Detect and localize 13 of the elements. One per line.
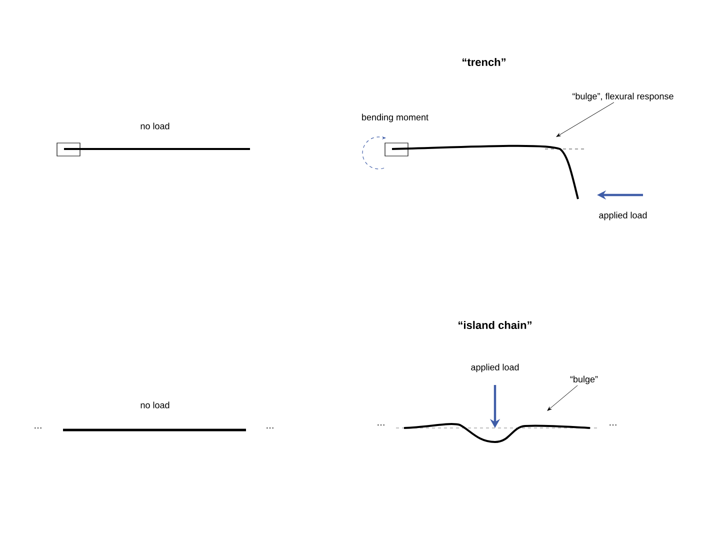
heading: “island chain” xyxy=(458,320,532,330)
load-label: applied load xyxy=(599,212,647,220)
plate-label: no load xyxy=(140,402,170,408)
leader-line xyxy=(547,385,578,411)
load-label: applied load xyxy=(471,364,519,372)
callout-text: “bulge”, flexural response xyxy=(572,92,674,102)
moment-label: bending moment xyxy=(362,114,428,122)
leader-line xyxy=(556,102,614,137)
ellipsis: … xyxy=(378,424,384,426)
heading: “trench” xyxy=(462,58,506,66)
plate-label: no load xyxy=(140,122,170,130)
callout-text: “bulge” xyxy=(570,376,598,384)
ellipsis: … xyxy=(610,424,616,426)
